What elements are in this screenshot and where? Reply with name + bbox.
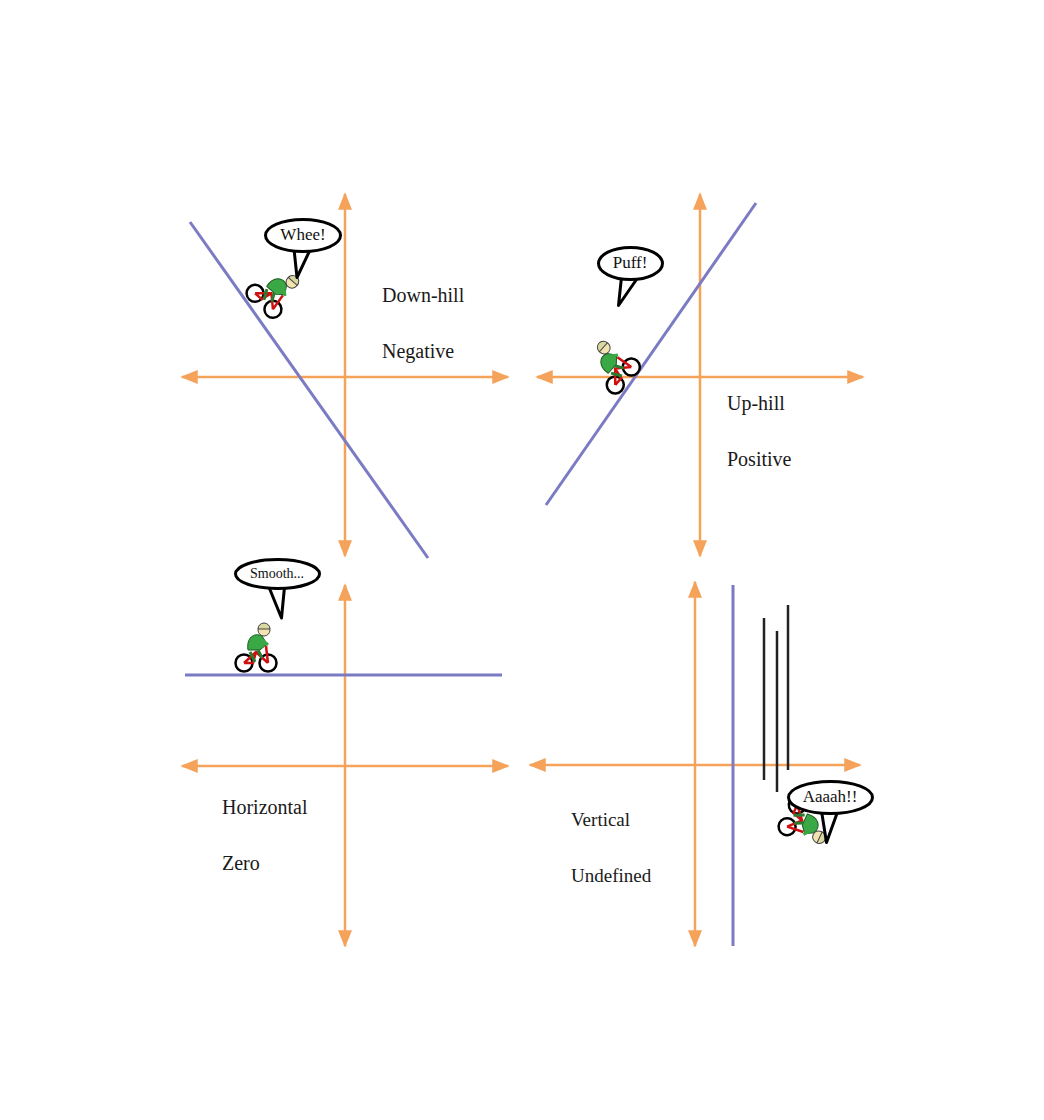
x-axis xyxy=(530,764,860,767)
x-axis xyxy=(182,376,508,379)
cyclist xyxy=(236,623,277,672)
positive-slope-line xyxy=(546,203,756,505)
bubble-text: Aaaah!! xyxy=(803,788,858,807)
speech-bubble: Whee! xyxy=(264,218,342,253)
bubble-text: Smooth... xyxy=(250,566,304,581)
axis-label: Vertical xyxy=(571,810,630,831)
axis-label: Negative xyxy=(382,340,454,362)
x-axis xyxy=(182,765,508,768)
speed-line xyxy=(776,631,779,792)
speech-bubble: Smooth... xyxy=(234,558,321,590)
x-axis xyxy=(537,376,863,379)
speed-line xyxy=(787,605,790,770)
speech-bubble: Aaaah!! xyxy=(787,780,874,815)
axis-label: Up-hill xyxy=(727,392,785,414)
axis-label: Positive xyxy=(727,448,791,470)
vertical-line xyxy=(732,585,735,946)
y-axis xyxy=(344,194,347,556)
negative-slope-line xyxy=(190,222,428,558)
axis-label: Horizontal xyxy=(222,796,308,818)
axis-label: Zero xyxy=(222,852,260,874)
y-axis xyxy=(699,194,702,556)
cyclist xyxy=(580,334,643,397)
axis-label: Down-hill xyxy=(382,284,464,306)
speech-bubble: Puff! xyxy=(597,246,664,281)
axis-label: Undefined xyxy=(571,866,651,887)
bubble-text: Puff! xyxy=(613,254,648,273)
zero-slope-line xyxy=(185,674,502,677)
speed-line xyxy=(763,618,766,780)
bubble-text: Whee! xyxy=(280,226,325,245)
